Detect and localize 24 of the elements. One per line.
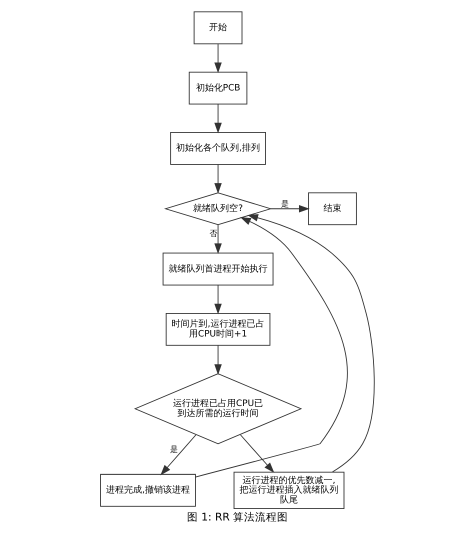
node-box: 运行进程的优先数减一,把运行进程插入就绪队列队尾 [233,472,344,509]
arrow [246,214,374,472]
node-box: 进程完成,撤销该进程 [100,474,196,507]
node-box: 开始 [193,11,242,44]
node-box: 初始化各个队列,排列 [170,132,266,165]
caption: 图 1: RR 算法流程图 [186,510,288,524]
edge-label: 否 [209,229,218,238]
node-box: 时间片到,运行进程已占用CPU时间+1 [165,312,270,346]
edge-label: 是 [170,445,178,454]
arrow [160,434,196,476]
arrow [214,284,222,314]
arrow [214,164,222,194]
arrow [214,44,222,74]
arrow [214,345,222,375]
node-box: 结束 [308,192,356,226]
arrow [214,104,222,134]
edge-label: 是 [280,199,288,208]
arrow [270,205,310,212]
node-box: 初始化PCB [188,72,247,105]
arrow [214,224,222,254]
arrow [194,217,348,478]
node-diamond: 运行进程已占用CPU已到达所需的运行时间 [134,373,302,444]
node-box: 就绪队列首进程开始执行 [162,252,273,286]
arrow [240,434,274,473]
